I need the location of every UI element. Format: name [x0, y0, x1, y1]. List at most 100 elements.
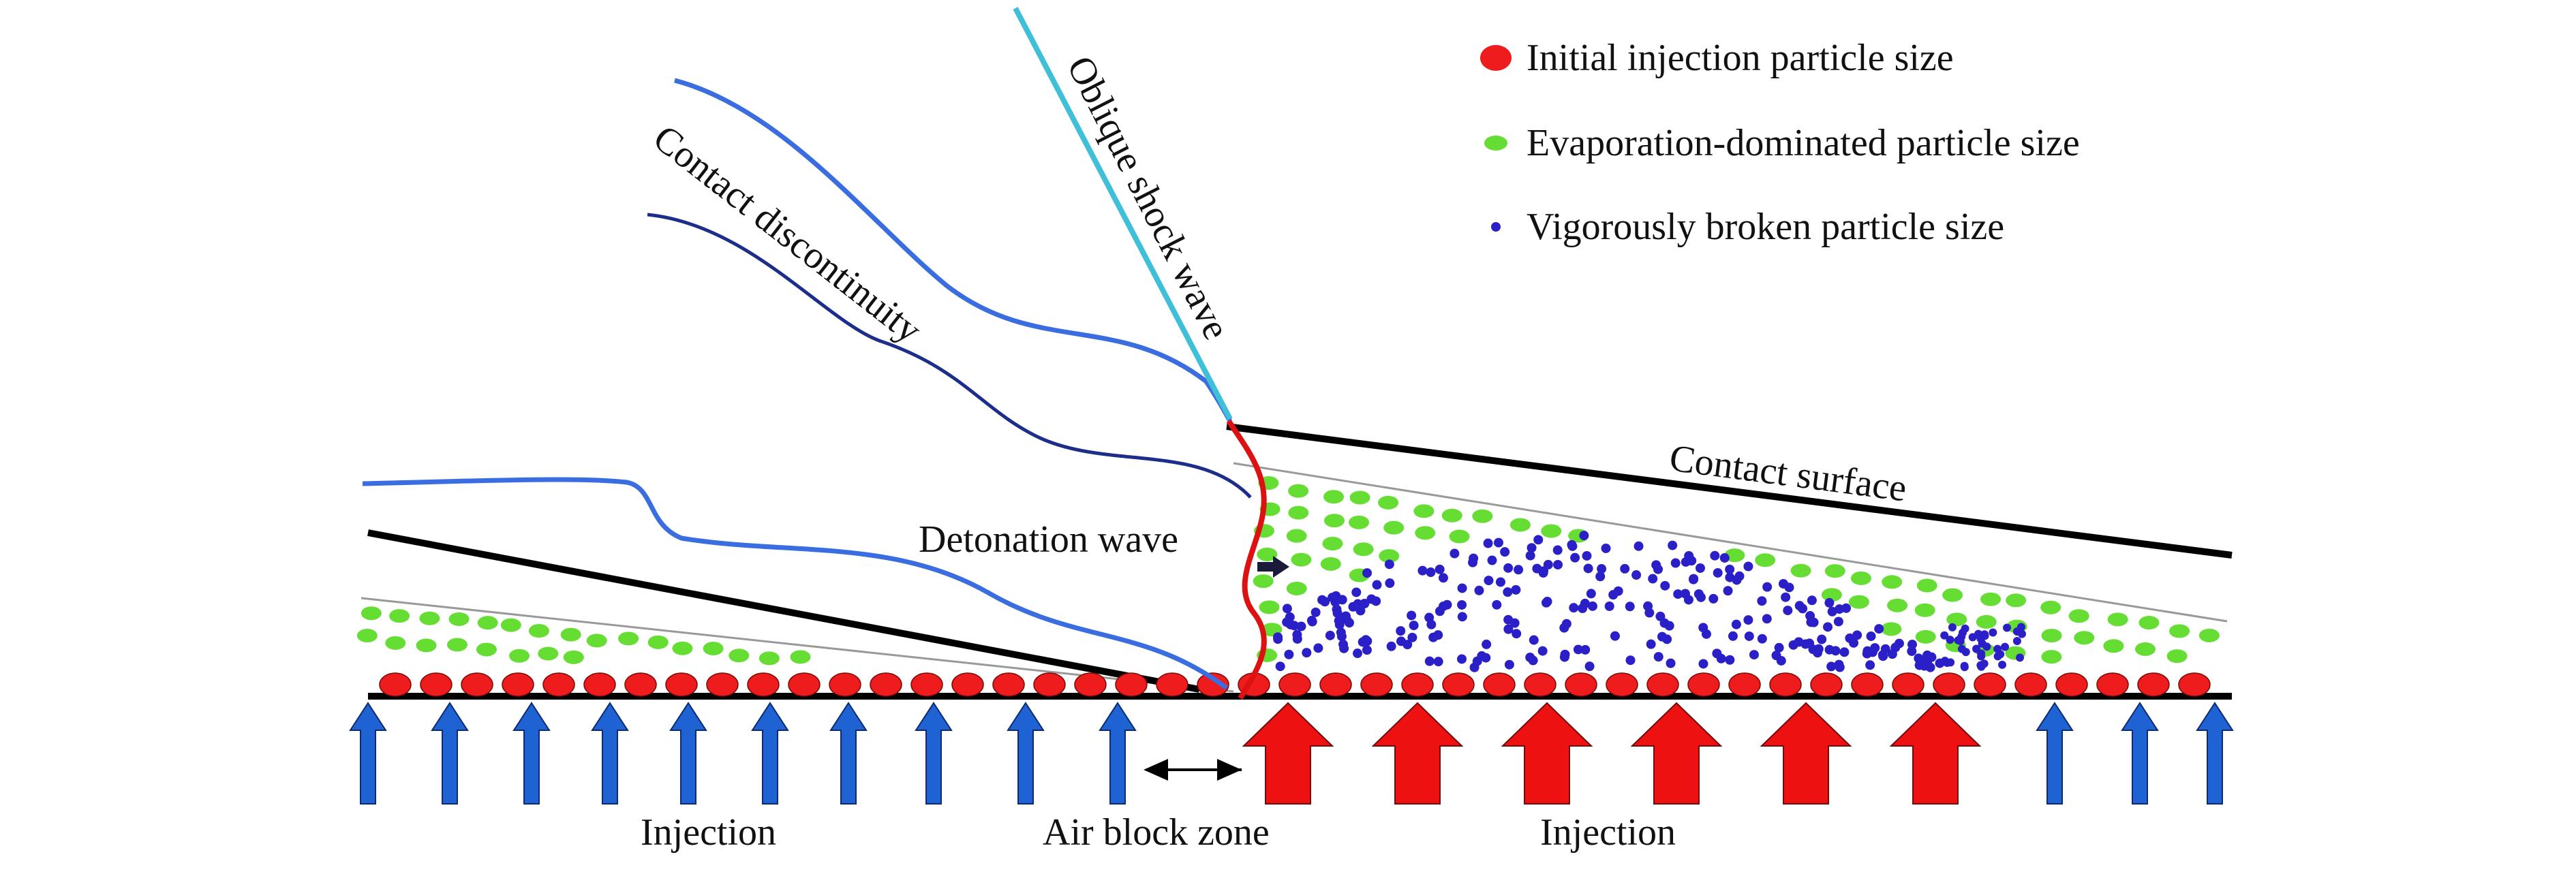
blue-particle [1710, 550, 1720, 561]
blue-particle [1570, 552, 1580, 563]
green-particle [2169, 624, 2190, 638]
blue-particle [1948, 623, 1957, 631]
green-particle [560, 627, 581, 642]
blue-particle [1734, 571, 1745, 581]
green-particle [1291, 552, 1312, 567]
green-particle [2006, 593, 2027, 608]
red-particle [2178, 672, 2211, 697]
blue-particle [1980, 659, 1989, 668]
blue-particle [1468, 557, 1478, 567]
red-particle [1851, 672, 1884, 697]
red-particle [1892, 672, 1925, 697]
blue-particle [1384, 559, 1394, 569]
green-particle [1942, 588, 1963, 602]
blue-particle [1701, 629, 1711, 639]
green-particle [790, 650, 811, 664]
blue-particle [1830, 646, 1841, 656]
injection-arrows [349, 702, 2234, 805]
green-particle [416, 638, 437, 653]
green-particle [563, 650, 584, 664]
blue-particle [1731, 619, 1741, 629]
blue-particle [1306, 615, 1317, 625]
legend-label-initial: Initial injection particle size [1527, 37, 1954, 79]
green-particle [1288, 505, 1309, 520]
blue-particle [1683, 595, 1693, 605]
blue-particle [1469, 662, 1479, 672]
green-particle [647, 635, 669, 649]
blue-particle [1433, 657, 1443, 667]
blue-particle [1977, 649, 1986, 658]
blue-particle [1514, 565, 1524, 575]
blue-particle [1409, 621, 1419, 631]
blue-particle [1542, 597, 1552, 607]
blue-particle [1492, 599, 1502, 610]
detonation-injection-arrow-icon [1630, 702, 1723, 805]
blue-particle [1774, 642, 1784, 653]
blue-particle [1907, 646, 1917, 656]
blue-particle [1762, 614, 1772, 624]
legend: Initial injection particle size Evaporat… [1480, 37, 2080, 248]
injection-label-left: Injection [641, 811, 776, 854]
legend-blue-marker-icon [1491, 222, 1501, 232]
green-particle [2198, 628, 2220, 642]
blue-particle [1302, 648, 1312, 658]
injection-arrow-icon [431, 702, 469, 805]
blue-particle [1332, 608, 1343, 619]
blue-particle [2017, 623, 2025, 631]
blue-particle [1634, 541, 1644, 551]
blue-particle [1579, 531, 1589, 541]
red-particle [2055, 672, 2088, 697]
blue-particle [1292, 634, 1302, 644]
blue-particle [1385, 578, 1395, 589]
red-particle [379, 672, 412, 697]
detonation-injection-arrow-icon [1501, 702, 1593, 805]
blue-particle [1339, 643, 1349, 653]
blue-particle [1805, 638, 1815, 649]
blue-particle [1823, 622, 1833, 632]
red-particle [1115, 672, 1148, 697]
blue-particle [1580, 644, 1591, 655]
blue-particle [1604, 601, 1614, 611]
blue-particle [1317, 595, 1328, 605]
blue-particle [1625, 602, 1635, 612]
blue-particle [1974, 629, 1983, 638]
blue-particle [1826, 661, 1837, 672]
green-particle [1724, 548, 1745, 563]
blue-particle [1334, 619, 1345, 629]
injection-arrow-icon [1099, 702, 1137, 805]
blue-particle [1653, 652, 1663, 662]
blue-particle [1503, 563, 1514, 573]
green-particle [1916, 578, 1937, 593]
green-particle [385, 636, 406, 650]
green-particle [1509, 518, 1531, 532]
blue-particle [1781, 592, 1791, 602]
blue-particle [1495, 577, 1505, 587]
blue-particle [1866, 631, 1876, 641]
detonation-wave-line [1226, 419, 1267, 700]
red-particle [1033, 672, 1066, 697]
blue-particle [1757, 596, 1767, 606]
blue-particle [1922, 650, 1933, 660]
red-particle [1319, 672, 1352, 697]
blue-particle [1806, 617, 1816, 627]
blue-particle [1834, 659, 1844, 670]
red-particle [502, 672, 534, 697]
red-particle [542, 672, 575, 697]
green-particle [2103, 639, 2124, 653]
green-particle [1323, 514, 1345, 528]
green-particle [1286, 529, 1307, 543]
injection-arrow-icon [915, 702, 953, 805]
blue-particle [1483, 538, 1493, 548]
green-particle [1286, 581, 1307, 595]
blue-particle [1586, 589, 1596, 599]
blue-particle [1569, 603, 1579, 613]
legend-red-marker-icon [1480, 45, 1512, 71]
red-particle [1074, 672, 1107, 697]
blue-particle [1433, 630, 1443, 640]
red-particle [1197, 672, 1229, 697]
blue-particle [1567, 541, 1578, 551]
blue-particle [1396, 626, 1406, 636]
blue-particle [1289, 621, 1300, 631]
